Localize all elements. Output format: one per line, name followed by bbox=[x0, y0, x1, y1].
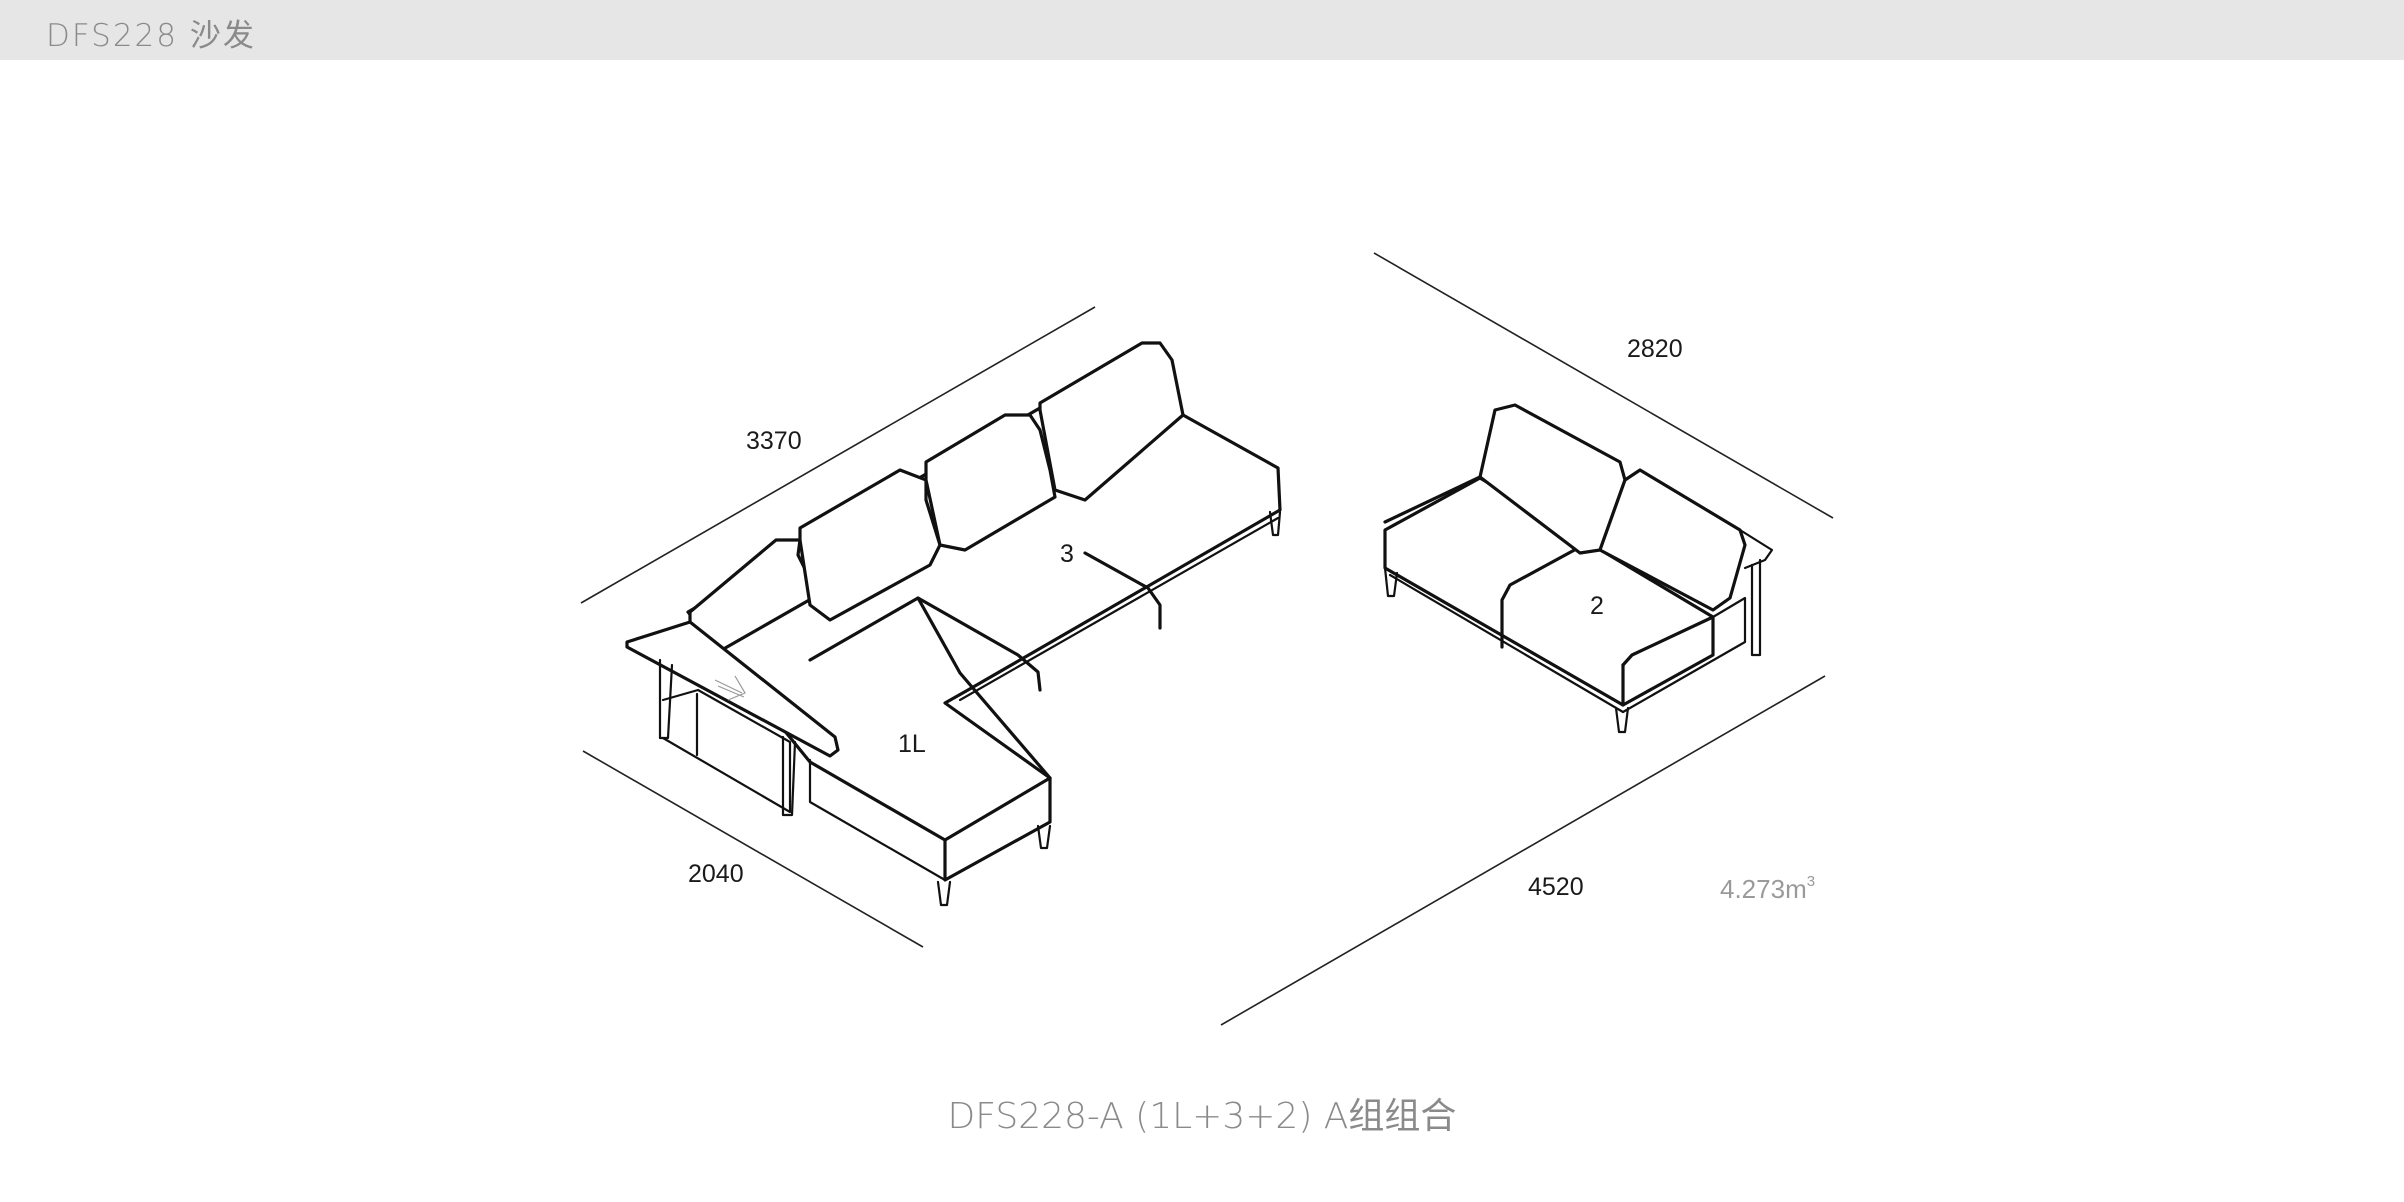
dimension-label-4520: 4520 bbox=[1528, 873, 1584, 901]
volume-value: 4.273m bbox=[1720, 874, 1807, 904]
dimension-lines bbox=[580, 252, 1834, 1026]
dim-line-2820 bbox=[1373, 252, 1834, 519]
back-cushion-3 bbox=[924, 413, 1057, 552]
two-seat-sofa bbox=[1383, 403, 1774, 734]
two-seat-back-cushion-1 bbox=[1478, 403, 1627, 555]
two-seat-side-table bbox=[1738, 528, 1774, 570]
chaise-top-edge bbox=[808, 596, 1052, 780]
module-label-three-seat: 3 bbox=[1060, 540, 1074, 568]
dim-line-3370 bbox=[580, 306, 1096, 604]
header-bar: DFS228 沙发 bbox=[0, 0, 2404, 60]
back-cushion-4 bbox=[1038, 341, 1185, 502]
page-title: DFS228 沙发 bbox=[46, 18, 256, 54]
dim-line-4520 bbox=[1220, 675, 1826, 1026]
volume-label: 4.273m3 bbox=[1720, 873, 1815, 905]
dimension-label-2820: 2820 bbox=[1627, 335, 1683, 363]
l-sofa-group bbox=[625, 341, 1282, 907]
leg-2-left bbox=[1383, 566, 1399, 598]
dimension-label-2040: 2040 bbox=[688, 860, 744, 888]
three-seat-divider-2 bbox=[1083, 551, 1162, 630]
dimension-label-3370: 3370 bbox=[746, 427, 802, 455]
two-seat-back-cushion-2 bbox=[1598, 468, 1747, 612]
leg-2-front bbox=[1614, 706, 1630, 734]
module-label-two-seat: 2 bbox=[1590, 592, 1604, 620]
combination-caption: DFS228-A (1L+3+2) A组组合 bbox=[947, 1096, 1457, 1137]
leg-1l-right bbox=[1036, 824, 1052, 850]
volume-unit-superscript: 3 bbox=[1806, 873, 1816, 890]
leg-3-right bbox=[1268, 510, 1282, 537]
back-cushion-2 bbox=[798, 468, 942, 622]
leg-1l-front bbox=[936, 880, 952, 907]
wood-grain-sketch bbox=[714, 675, 746, 701]
module-label-chaise: 1L bbox=[898, 730, 926, 758]
dim-line-2040 bbox=[582, 750, 924, 948]
three-seat-divider-1 bbox=[916, 596, 1042, 692]
